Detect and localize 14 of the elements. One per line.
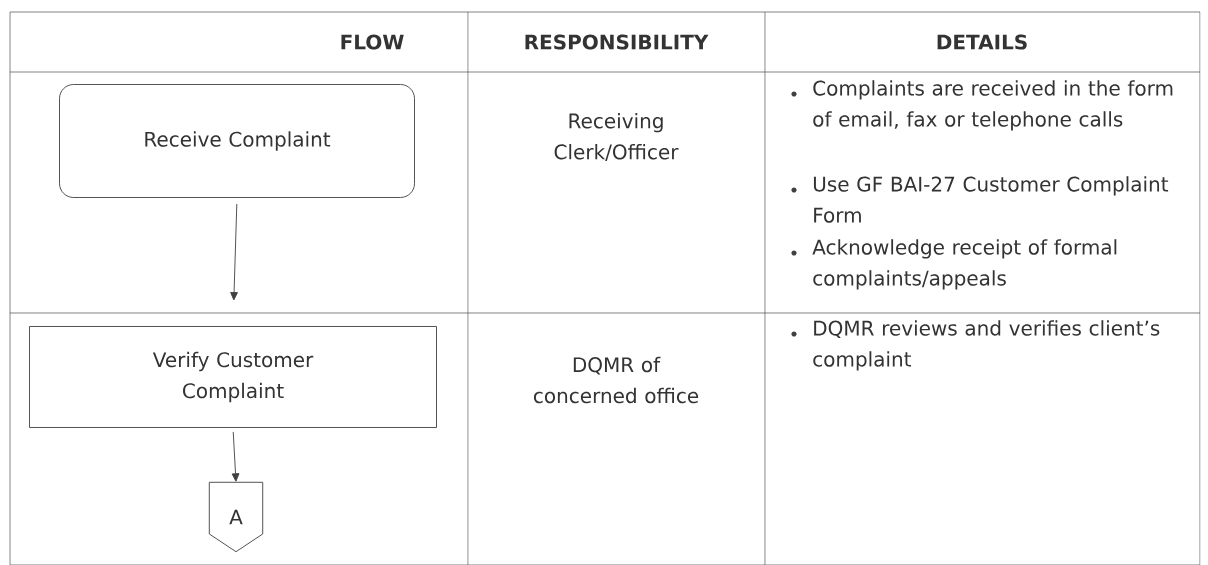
table-cell-text: Receiving Clerk/Officer (554, 112, 679, 161)
bullet-text: DQMR reviews and verifies client’s complaint (813, 320, 1160, 371)
arrow (231, 431, 240, 482)
column-header: FLOW (341, 34, 404, 50)
bullet-text: Complaints are received in the form of email, fax or telephone calls (813, 80, 1173, 131)
bullet-text: Use GF BAI-27 Customer Complaint Form (813, 176, 1169, 223)
start-box: Receive Complaint (59, 84, 415, 198)
column-header: RESPONSIBILITY (525, 34, 709, 50)
off-page-connector: A (208, 481, 264, 553)
arrow (230, 203, 238, 301)
column-header: DETAILS (937, 34, 1027, 50)
process-box: Verify Customer Complaint (29, 326, 437, 428)
bullet-text: Acknowledge receipt of formal complaints/appeals (812, 239, 1117, 290)
table-cell-text: DQMR of concerned office (533, 356, 699, 404)
